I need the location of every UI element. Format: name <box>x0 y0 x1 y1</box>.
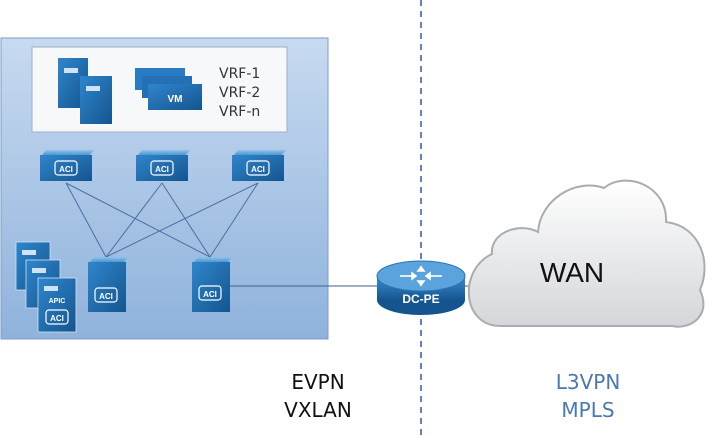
overlay-label-mpls: MPLS <box>561 398 614 422</box>
svg-text:APIC: APIC <box>49 298 66 305</box>
overlay-label-vxlan: VXLAN <box>284 398 352 422</box>
router-label: DC-PE <box>402 292 439 306</box>
spine-switch-3: ACI <box>232 150 286 181</box>
overlay-label-l3vpn: L3VPN <box>556 370 621 394</box>
vrf-label: VRF-2 <box>219 85 260 101</box>
leaf-switch-1: ACI <box>88 257 128 312</box>
svg-text:VM: VM <box>168 94 183 105</box>
overlay-label-evpn: EVPN <box>291 370 344 394</box>
fabric-links <box>65 182 259 258</box>
svg-text:ACI: ACI <box>99 292 113 301</box>
dc-pe-router: DC-PE <box>376 260 466 315</box>
spine-switch-1: ACI <box>40 150 94 181</box>
wan-cloud: WAN <box>468 179 706 328</box>
svg-text:ACI: ACI <box>50 314 64 323</box>
vrf-label: VRF-1 <box>219 66 260 82</box>
svg-text:ACI: ACI <box>251 165 265 174</box>
svg-text:ACI: ACI <box>155 165 169 174</box>
svg-text:ACI: ACI <box>59 165 73 174</box>
server-icon <box>58 58 112 124</box>
vm-icon: VM <box>135 68 202 110</box>
wan-label: WAN <box>540 257 604 288</box>
leaf-switch-2: ACI <box>192 257 232 312</box>
apic-cluster: APIC ACI <box>15 241 77 333</box>
svg-text:ACI: ACI <box>203 290 217 299</box>
vrf-label: VRF-n <box>219 104 260 120</box>
spine-switch-2: ACI <box>136 150 190 181</box>
